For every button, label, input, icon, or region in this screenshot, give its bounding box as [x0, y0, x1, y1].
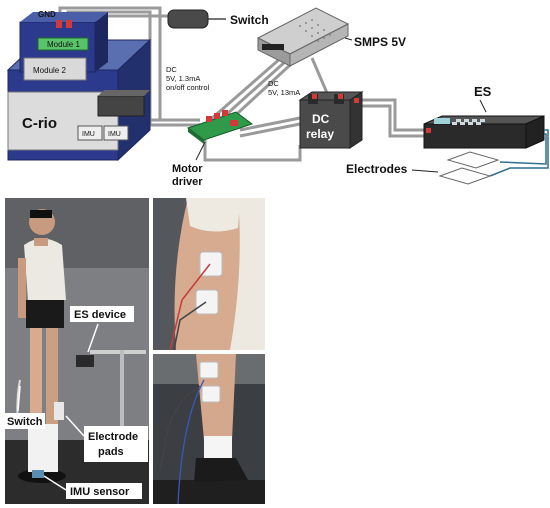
smps-label: SMPS 5V [354, 35, 406, 49]
imu-sensor-callout: IMU sensor [70, 486, 130, 498]
sock [204, 436, 232, 460]
imu-modules: IMU IMU [77, 125, 129, 141]
person-leg-right [46, 328, 58, 424]
motor-driver-line2: driver [172, 176, 203, 188]
smps-wire-1 [209, 48, 291, 122]
smps-power-supply: SMPS 5V [256, 7, 406, 67]
imu-label-1: IMU [82, 131, 95, 138]
crio-label: C-rio [22, 115, 57, 132]
dc-relay-spec-line1: DC [268, 79, 279, 88]
dc-control-line2: 5V, 1.3mA [166, 74, 200, 83]
driver-relay-wire-2 [239, 122, 301, 138]
switch-body [167, 9, 209, 29]
smps-wire-2 [216, 50, 298, 124]
face-blocker [30, 210, 52, 218]
relay-label-line1: DC [312, 112, 330, 126]
dc-control-line3: on/off control [166, 83, 210, 92]
electrode-pads-photo [54, 402, 64, 420]
switch-callout-box [5, 413, 45, 429]
imu-sensor-callout-box [66, 483, 142, 499]
es-display [434, 118, 450, 124]
photo-arm-electrodes [153, 198, 265, 351]
imu-label-2: IMU [108, 131, 121, 138]
crio-side-box [97, 95, 145, 117]
dc-relay-spec-line2: 5V, 13mA [268, 88, 300, 97]
switch-label: Switch [230, 13, 269, 27]
arm-electrode-pad-2 [195, 289, 219, 315]
relay-body [299, 99, 351, 149]
switch-callout: Switch [7, 416, 43, 428]
driver-relay-wire-1 [239, 116, 301, 132]
crio-controller: C-rio Module 1 Module 2 [6, 12, 152, 162]
es-device-callout: ES device [74, 309, 126, 321]
treadmill-belt [153, 480, 265, 504]
relay-es-wire-1 [360, 98, 425, 132]
signal-connector [66, 20, 72, 28]
motor-driver-line1: Motor [172, 163, 203, 175]
es-device-photo [76, 355, 94, 367]
person-shorts [26, 300, 64, 328]
dc-relay: DC relay [298, 91, 364, 149]
sleeve [186, 198, 240, 232]
gnd-connector [56, 20, 62, 28]
dc-control-line1: DC [166, 65, 177, 74]
system-schematic: C-rio Module 1 Module 2 GND IMU IMU [6, 6, 549, 188]
relay-es-wire-2 [360, 104, 425, 138]
electrode-pad-2 [438, 167, 492, 185]
electrode-pads-callout-line2: pads [98, 446, 124, 458]
electrodes-label: Electrodes [346, 162, 408, 176]
es-body [423, 123, 527, 149]
module-1 [37, 37, 89, 51]
electrode-pads-callout-line1: Electrode [88, 431, 138, 443]
photo-full-body: ES device Switch Electrode pads IMU sens… [5, 198, 149, 504]
switch-device: Switch [167, 9, 269, 29]
es-label: ES [474, 84, 492, 99]
relay-label-line2: relay [306, 127, 334, 141]
leg-electrode-pad-2 [201, 385, 221, 403]
person-leg-left [30, 328, 42, 424]
person-shirt [24, 238, 66, 300]
relay-spec-annotation: DC 5V, 13mA [268, 79, 300, 97]
imu-box-1 [77, 125, 103, 141]
electrode-pad-1 [446, 151, 500, 169]
leg-electrode-pad-1 [199, 361, 219, 379]
es-stimulator: ES [423, 84, 545, 149]
driver-relay-wire-3 [203, 140, 302, 162]
module-2-label: Module 2 [33, 66, 66, 75]
module-2 [23, 57, 87, 81]
electrode-pads-callout-box [84, 426, 148, 462]
es-device-callout-box [70, 306, 134, 322]
imu-box-2 [103, 125, 129, 141]
photo-leg-electrodes [153, 354, 265, 505]
smps-terminal-block [262, 44, 284, 50]
module-1-label: Module 1 [47, 40, 80, 49]
imu-sensor-photo [32, 470, 44, 478]
gnd-label: GND [38, 10, 56, 19]
control-spec-annotation: DC 5V, 1.3mA on/off control [166, 65, 210, 92]
motor-driver-board: Motor driver [172, 110, 254, 188]
shoe [194, 458, 248, 482]
electrodes: Electrodes [346, 129, 549, 185]
